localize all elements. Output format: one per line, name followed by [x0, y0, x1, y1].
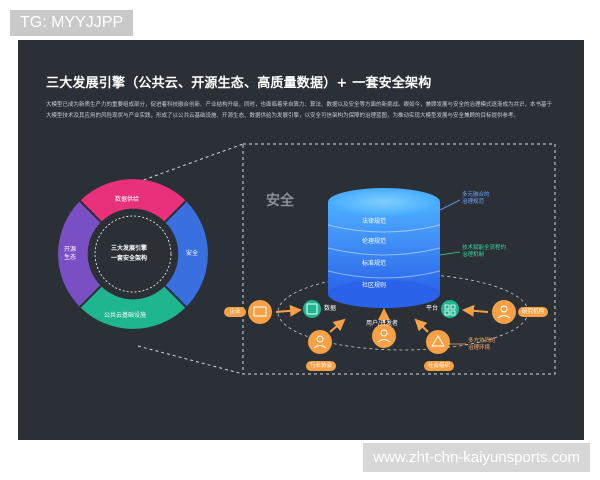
- node-label-platform: 平台: [426, 305, 439, 312]
- diagram-graphics: [58, 143, 556, 375]
- watermark-tag: TG: MYYJJPP: [10, 10, 134, 36]
- social-org-icon: [426, 330, 450, 354]
- pill-enterprise: 企业: [224, 307, 246, 317]
- anno-multi-party: 多元融合的 治理规范: [462, 192, 490, 205]
- data-node-icon: [303, 300, 321, 318]
- ring-center-line1: 三大发展引擎: [111, 245, 148, 252]
- ring-label-security: 安全: [186, 250, 199, 257]
- pill-social-org: 社会组织: [424, 361, 454, 371]
- security-frame: [242, 143, 556, 375]
- diagram-description: 大模型已成为新质生产力的重要组成部分，促进着科技融合创新、产业结构升级，同时，也…: [46, 102, 553, 119]
- node-label-user-dev: 用户/开发者: [366, 320, 399, 327]
- anno-tech-empowered: 技术赋能全流程的 治理机制: [462, 245, 507, 258]
- cylinder-layer-ethics: 伦理规范: [362, 238, 387, 245]
- anno-multi-collab: 多方协同的 治理环境: [468, 338, 496, 351]
- ring-segment-cloud: [80, 286, 186, 329]
- enterprise-icon: [248, 300, 272, 324]
- platform-node-icon: [441, 300, 459, 318]
- ring-segment-opensource: [58, 201, 101, 307]
- pill-association: 行业协会: [306, 361, 336, 371]
- ring-center-line2: 一套安全架构: [111, 255, 148, 262]
- pill-research: 研究机构: [518, 307, 548, 317]
- ring-label-cloud: 公共云基础设施: [104, 312, 147, 319]
- watermark-url: www.zht-chn-kaiyunsports.com: [363, 443, 590, 472]
- engine-ring: [58, 179, 208, 329]
- diagram-title: 三大发展引擎（公共云、开源生态、高质量数据）+ 一套安全架构: [46, 76, 432, 91]
- cylinder-layer-law: 法律规范: [362, 218, 387, 225]
- ring-segment-data: [80, 179, 186, 222]
- cylinder-layer-standard: 标准规范: [362, 260, 387, 267]
- governance-cylinder: [327, 188, 441, 308]
- ring-segment-security: [165, 201, 208, 307]
- cylinder-center-label: 社区规则: [362, 282, 387, 289]
- ring-label-data: 数据供给: [115, 196, 140, 203]
- diagram-panel: 三大发展引擎（公共云、开源生态、高质量数据）+ 一套安全架构 大模型已成为新质生…: [18, 40, 584, 440]
- security-heading: 安全: [266, 193, 294, 209]
- node-label-data: 数据: [324, 305, 337, 312]
- ring-label-opensource: 开源生态: [64, 246, 77, 261]
